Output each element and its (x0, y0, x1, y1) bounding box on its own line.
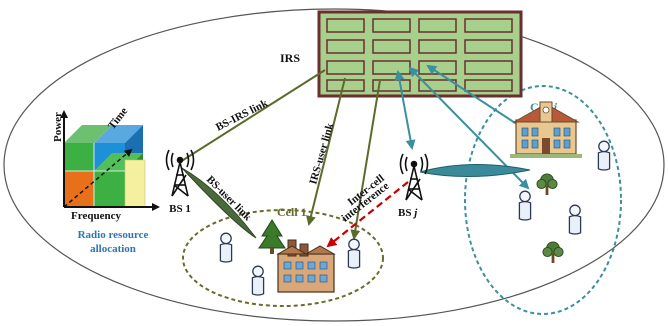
user-icon (347, 238, 361, 269)
tree-icon (542, 241, 564, 264)
bsj-beam (419, 163, 531, 178)
tree-icon (536, 173, 558, 196)
irs-user-link-line (306, 77, 346, 226)
cell-j-boundary (464, 85, 622, 315)
frequency-axis-label: Frequency (71, 210, 121, 222)
user-icon (251, 265, 265, 296)
radio-resource-graph (60, 110, 160, 211)
irs-panel (317, 10, 523, 98)
bsj-tower-icon (399, 153, 429, 201)
irs-user-link-label: IRS-user link (307, 121, 336, 186)
radio-resource-label-line2: allocation (90, 243, 136, 255)
radio-resource-label-line1: Radio resource (78, 229, 149, 241)
bs1-beam (181, 167, 257, 239)
irs-cellj-link-line-3 (426, 64, 534, 136)
user-icon (568, 204, 582, 235)
bs1-tower-icon (165, 149, 195, 197)
cell-1-boundary (182, 209, 384, 307)
irs-label: IRS (280, 51, 300, 65)
user-icon (219, 232, 233, 263)
pine-tree-icon (258, 219, 286, 254)
system-boundary (3, 8, 665, 322)
bsj-label: BS j (398, 207, 418, 219)
user-icon (518, 190, 532, 221)
building-icon (510, 101, 582, 158)
cell1-label: Cell 1 (277, 205, 307, 219)
user-icon (597, 140, 611, 171)
bs1-label: BS 1 (169, 203, 191, 215)
bs-irs-link-line (179, 69, 326, 163)
factory-icon (276, 239, 336, 293)
inter-cell-interference-arrow (326, 181, 409, 248)
bs-irs-link-label: BS-IRS link (214, 97, 271, 134)
irs-cell1-link-line (350, 79, 381, 240)
power-axis-label: Power (52, 112, 64, 142)
